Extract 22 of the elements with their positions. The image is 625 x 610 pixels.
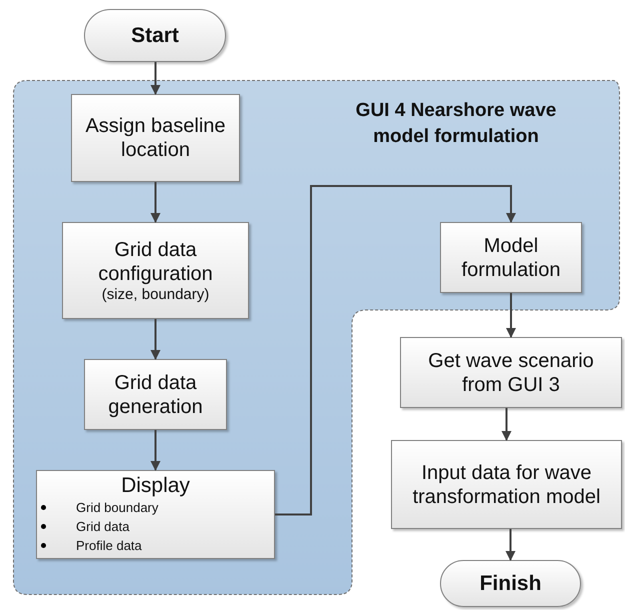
process-box: Grid data configuration (size, boundary) xyxy=(62,222,249,319)
arrow xyxy=(502,408,512,441)
arrow xyxy=(150,319,160,360)
list-item: Grid data xyxy=(76,518,130,536)
process-box: Input data for wave transformation model xyxy=(391,440,622,529)
list-item: Profile data xyxy=(76,537,142,556)
process-box: Model formulation xyxy=(440,222,582,293)
arrow xyxy=(506,529,516,561)
arrow xyxy=(275,185,516,516)
group-title: GUI 4 Nearshore wave model formulation xyxy=(354,99,558,149)
arrow xyxy=(150,182,160,223)
arrow xyxy=(150,62,160,95)
arrow xyxy=(506,293,516,338)
arrow xyxy=(150,430,160,471)
process-box: Assign baseline location xyxy=(71,94,240,182)
process-box: Get wave scenario from GUI 3 xyxy=(400,337,622,408)
list-item: Grid boundary xyxy=(76,499,158,518)
process-box xyxy=(36,470,275,559)
process-box: Grid data generation xyxy=(84,359,227,430)
terminal-shape: Finish xyxy=(440,560,581,607)
box-title: Display xyxy=(120,473,191,498)
terminal-shape: Start xyxy=(84,9,226,62)
